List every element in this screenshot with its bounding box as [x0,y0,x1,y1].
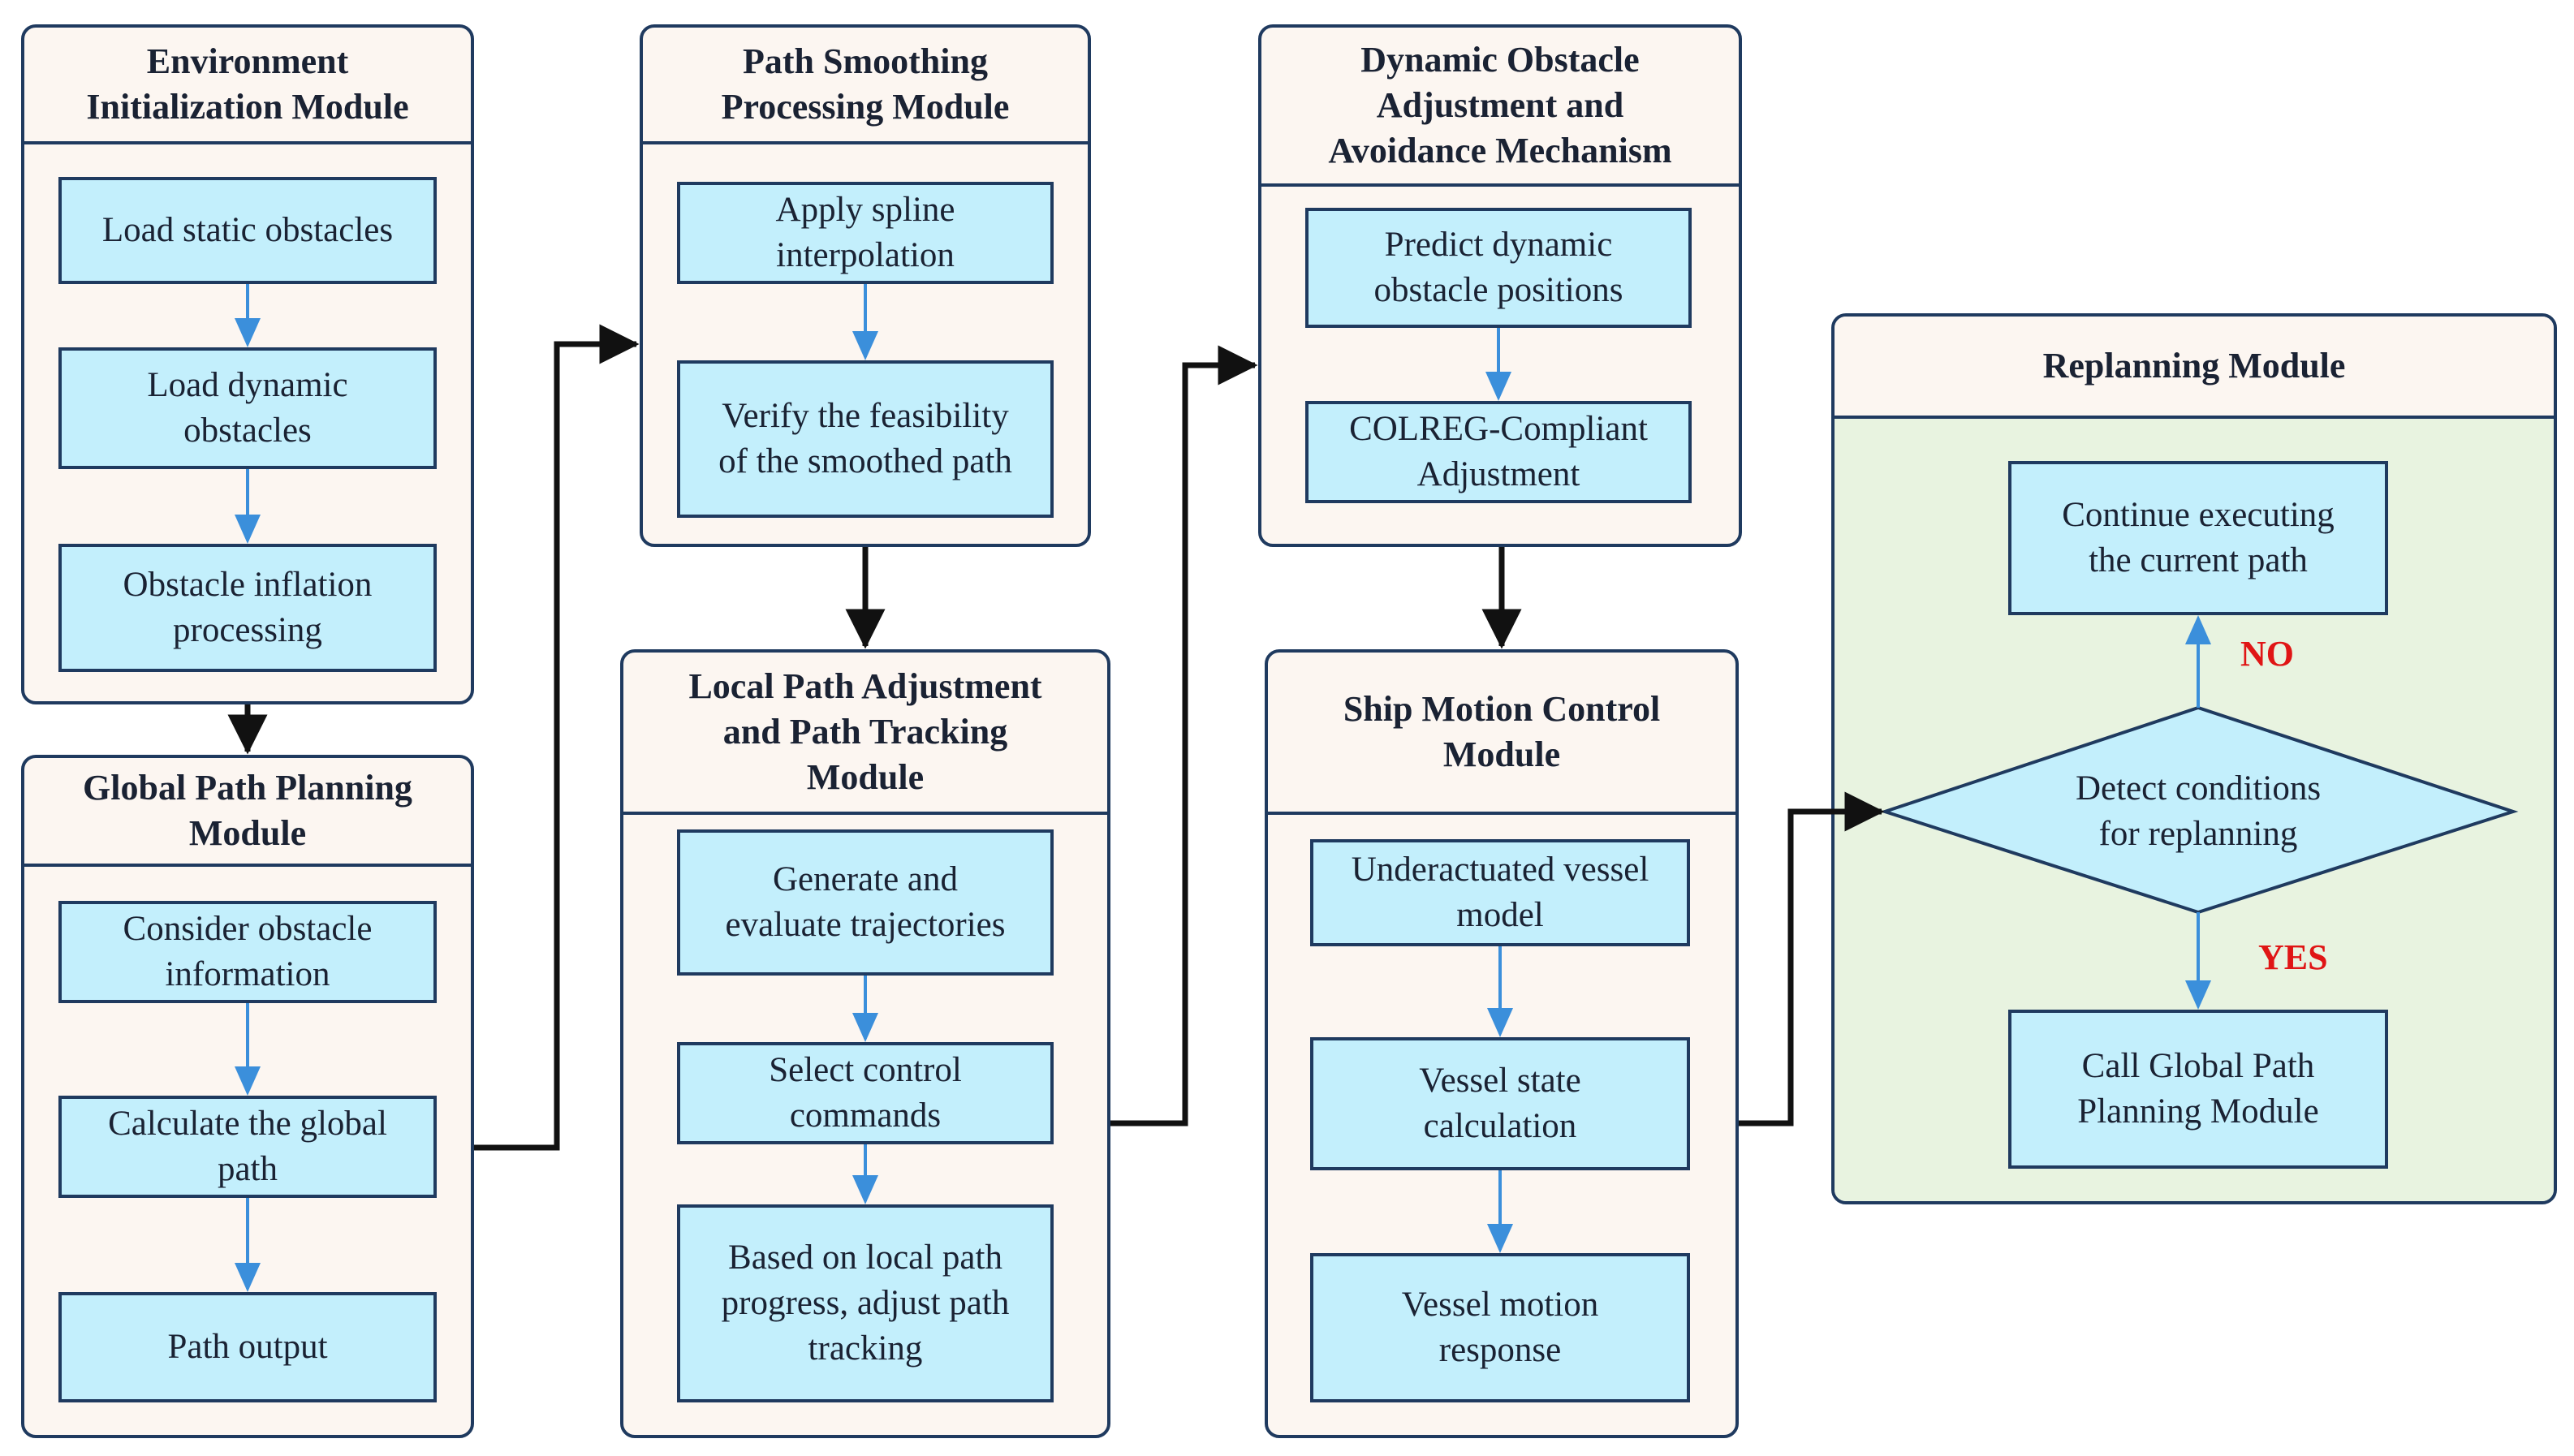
module-title: Local Path Adjustment and Path Tracking … [623,653,1107,815]
module-title: Environment Initialization Module [24,28,471,144]
module-title: Path Smoothing Processing Module [643,28,1088,144]
step-underactuated-vessel-model: Underactuated vessel model [1310,839,1690,946]
step-call-global-path-planning: Call Global Path Planning Module [2008,1010,2388,1169]
arrow-global-to-smooth [474,324,640,1151]
step-adjust-path-tracking: Based on local path progress, adjust pat… [677,1204,1054,1402]
decision-label: Detect conditions for replanning [2075,769,2322,853]
step-consider-obstacle-information: Consider obstacle information [58,901,437,1003]
step-calculate-global-path: Calculate the global path [58,1096,437,1198]
step-select-control-commands: Select control commands [677,1042,1054,1144]
module-title: Ship Motion Control Module [1268,653,1735,815]
no-label: NO [2240,634,2294,674]
yes-label: YES [2258,937,2328,977]
step-path-output: Path output [58,1292,437,1402]
step-verify-feasibility: Verify the feasibility of the smoothed p… [677,360,1054,518]
module-title: Replanning Module [1835,317,2554,419]
decision-diamond [1879,705,2519,915]
step-load-static-obstacles: Load static obstacles [58,177,437,284]
step-vessel-state-calculation: Vessel state calculation [1310,1037,1690,1170]
step-obstacle-inflation: Obstacle inflation processing [58,544,437,672]
step-continue-current-path: Continue executing the current path [2008,461,2388,615]
step-vessel-motion-response: Vessel motion response [1310,1253,1690,1402]
module-title: Dynamic Obstacle Adjustment and Avoidanc… [1261,28,1739,187]
step-predict-dynamic-obstacles: Predict dynamic obstacle positions [1305,208,1692,328]
step-load-dynamic-obstacles: Load dynamic obstacles [58,347,437,469]
arrow-local-to-dynamic [1110,345,1258,1126]
step-apply-spline-interpolation: Apply spline interpolation [677,182,1054,284]
step-colreg-adjustment: COLREG-Compliant Adjustment [1305,401,1692,503]
step-generate-evaluate-trajectories: Generate and evaluate trajectories [677,829,1054,976]
arrow-ship-to-replan [1739,791,1885,1126]
module-title: Global Path Planning Module [24,758,471,867]
